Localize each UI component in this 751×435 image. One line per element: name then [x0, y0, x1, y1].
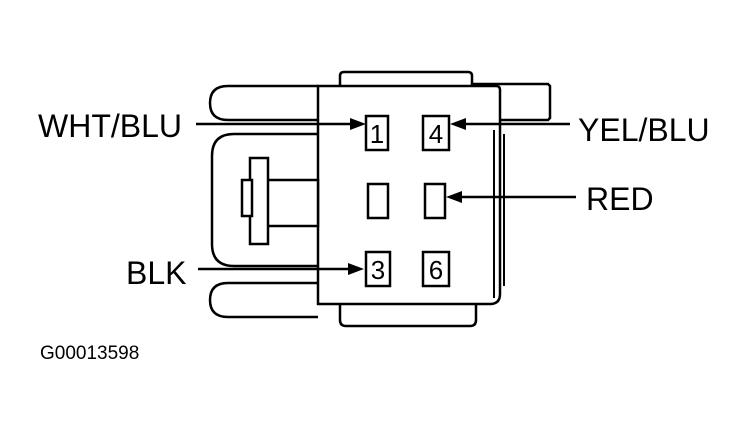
pin-cavity-1 — [364, 114, 390, 152]
label-blk: BLK — [126, 255, 186, 291]
label-wht-blu: WHT/BLU — [38, 108, 182, 144]
pin-cavity-2 — [366, 182, 390, 220]
pin-cavity-3 — [364, 250, 392, 288]
figure-id: G00013598 — [40, 343, 139, 364]
pin-number-4: 4 — [429, 119, 443, 149]
connector-body — [316, 84, 502, 306]
pin-cavity-5 — [423, 182, 447, 220]
label-red: RED — [586, 181, 654, 217]
pin-cavity-6 — [421, 250, 451, 288]
arrow-red — [446, 191, 576, 203]
pin-number-3: 3 — [371, 255, 385, 285]
locking-key — [240, 156, 320, 246]
arrow-wht-blu — [196, 118, 366, 130]
arrow-yel-blu — [450, 118, 570, 130]
connector-bottom-rail — [338, 298, 478, 328]
label-yel-blu: YEL/BLU — [578, 112, 710, 148]
top-latch-tab — [208, 84, 318, 122]
bottom-latch-tab — [208, 281, 318, 319]
pin-number-6: 6 — [429, 255, 443, 285]
pin-cavity-4 — [421, 114, 451, 152]
arrow-blk — [198, 263, 364, 275]
pin-number-1: 1 — [370, 119, 384, 149]
